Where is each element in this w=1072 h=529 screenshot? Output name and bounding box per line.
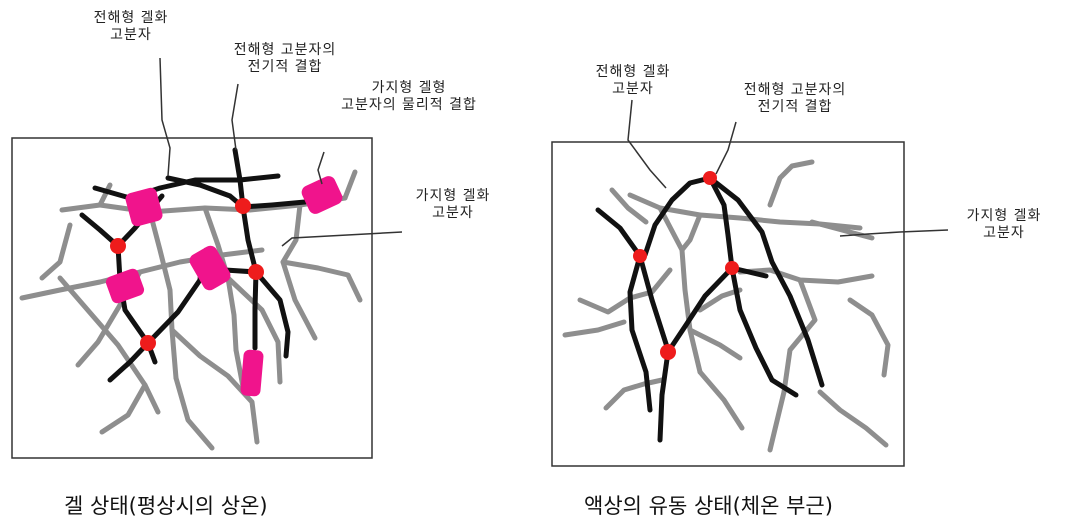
- caption-liquid-state: 액상의 유동 상태(체온 부근): [584, 490, 833, 520]
- gray-chain: [580, 270, 670, 312]
- black-chain: [640, 256, 668, 350]
- label-left-electrical-bond: 전해형 고분자의 전기적 결합: [190, 42, 380, 76]
- electrical-bond: [703, 171, 717, 185]
- left-panel: [12, 58, 402, 458]
- leader-branched: [282, 232, 402, 246]
- electrical-bond: [725, 261, 739, 275]
- gray-chain: [700, 372, 742, 428]
- label-line: 가지형 겔화: [388, 188, 518, 205]
- label-line: 고분자: [568, 81, 698, 98]
- electrical-bond: [235, 198, 251, 214]
- gray-chain: [102, 385, 145, 432]
- label-right-branched-polymer: 가지형 겔화 고분자: [940, 208, 1068, 242]
- electrical-bond: [633, 249, 647, 263]
- gray-chain: [770, 162, 812, 205]
- black-chain: [256, 272, 288, 356]
- left-branched-polymers: [22, 172, 360, 448]
- label-line: 가지형 겔형: [300, 80, 518, 97]
- leader-electrical: [232, 84, 238, 150]
- physical-bond: [124, 186, 164, 227]
- label-left-branched-polymer: 가지형 겔화 고분자: [388, 188, 518, 222]
- physical-bond: [299, 174, 344, 216]
- label-line: 전해형 고분자의: [700, 82, 890, 99]
- gray-chain: [770, 392, 784, 450]
- electrical-bond: [140, 335, 156, 351]
- label-left-physical-bond: 가지형 겔형 고분자의 물리적 결합: [300, 80, 518, 114]
- gray-chain: [820, 392, 886, 445]
- label-line: 전해형 겔화: [568, 64, 698, 81]
- gray-chain: [345, 172, 355, 198]
- caption-gel-state: 겔 상태(평상시의 상온): [64, 490, 268, 520]
- label-line: 전해형 고분자의: [190, 42, 380, 59]
- electrical-bond: [660, 344, 676, 360]
- label-line: 전해형 겔화: [66, 10, 196, 27]
- label-line: 전기적 결합: [190, 59, 380, 76]
- label-line: 고분자: [388, 205, 518, 222]
- label-line: 고분자: [940, 225, 1068, 242]
- electrical-bond: [110, 238, 126, 254]
- gray-chain: [176, 378, 212, 448]
- black-chain: [95, 176, 278, 198]
- right-panel: [552, 100, 948, 466]
- label-right-electrical-bond: 전해형 고분자의 전기적 결합: [700, 82, 890, 116]
- gray-chain: [850, 300, 888, 375]
- label-right-electrolyte-polymer: 전해형 겔화 고분자: [568, 64, 698, 98]
- label-line: 가지형 겔화: [940, 208, 1068, 225]
- black-chain: [255, 272, 256, 348]
- leader-electrolyte: [160, 58, 170, 176]
- gray-chain: [283, 205, 315, 338]
- label-left-electrolyte-polymer: 전해형 겔화 고분자: [66, 10, 196, 44]
- electrical-bond: [248, 264, 264, 280]
- leader-electrolyte: [628, 100, 666, 188]
- gray-chain: [42, 225, 70, 278]
- gray-chain: [682, 215, 700, 250]
- leader-electrical: [716, 122, 736, 174]
- label-line: 전기적 결합: [700, 99, 890, 116]
- label-line: 고분자의 물리적 결합: [300, 97, 518, 114]
- gray-chain: [565, 322, 624, 335]
- gray-chain: [606, 380, 662, 408]
- label-line: 고분자: [66, 27, 196, 44]
- physical-bond: [240, 349, 264, 397]
- black-chain: [598, 210, 640, 256]
